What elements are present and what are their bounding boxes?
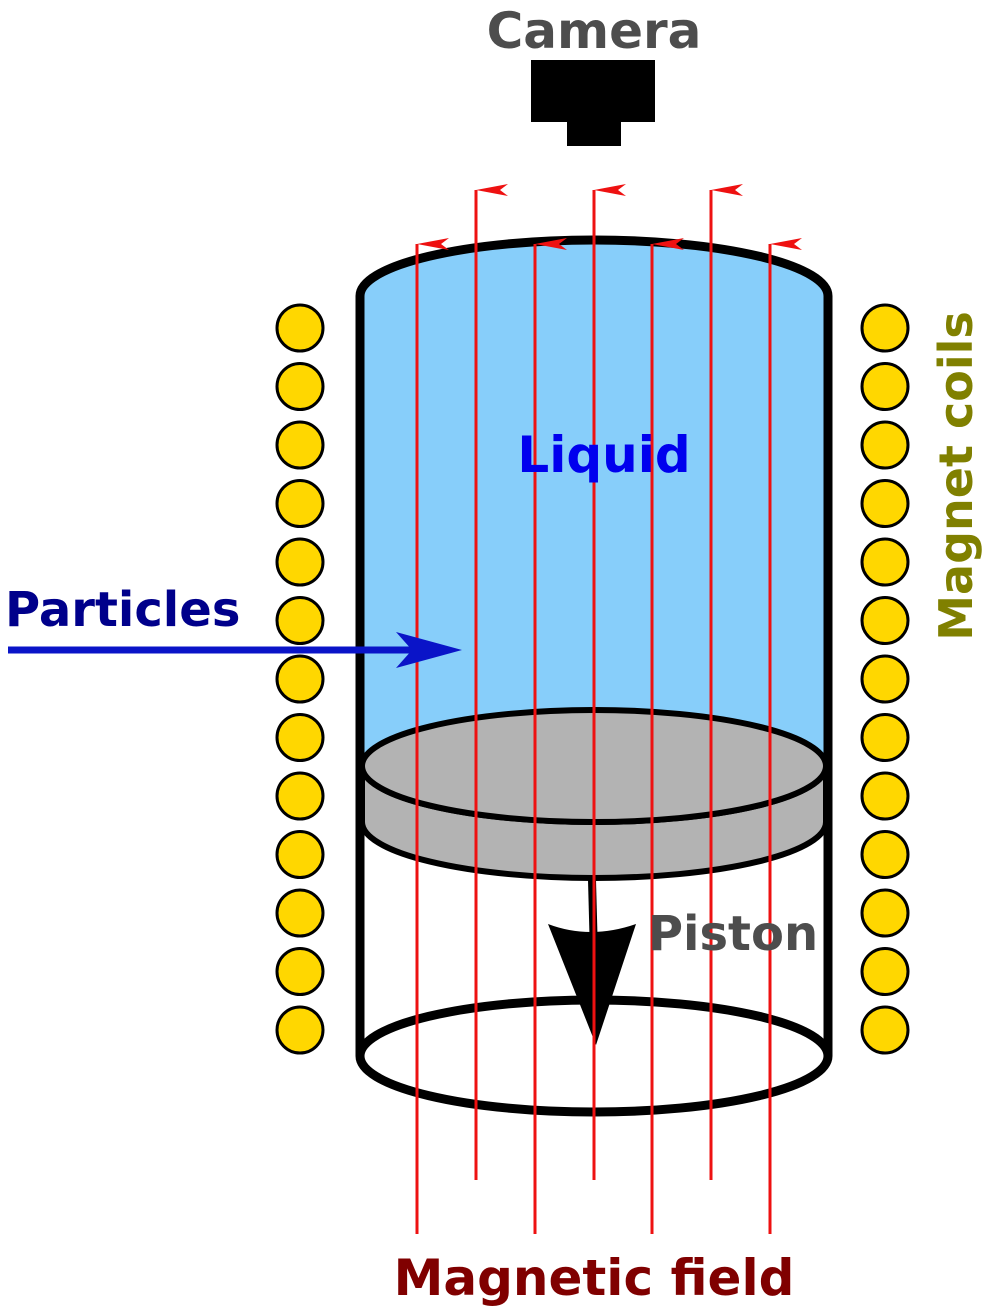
coil-winding-icon bbox=[860, 596, 910, 645]
coil-winding-icon bbox=[860, 830, 910, 879]
coil-winding-icon bbox=[860, 713, 910, 762]
coil-winding-icon bbox=[860, 537, 910, 587]
coil-winding-icon bbox=[275, 420, 325, 470]
coil-winding-icon bbox=[275, 713, 325, 762]
coil-winding-icon bbox=[275, 479, 325, 528]
coil-winding-icon bbox=[860, 362, 910, 411]
magnet-coils-label: Magnet coils bbox=[929, 311, 983, 640]
coil-winding-icon bbox=[860, 947, 910, 996]
liquid-label: Liquid bbox=[517, 426, 690, 484]
coil-winding-icon bbox=[275, 654, 325, 704]
particles-label: Particles bbox=[5, 582, 240, 638]
magnet-coils-right bbox=[860, 303, 910, 1055]
coil-winding-icon bbox=[860, 479, 910, 528]
coil-winding-icon bbox=[275, 537, 325, 587]
coil-winding-icon bbox=[860, 654, 910, 704]
coil-winding-icon bbox=[860, 1005, 910, 1055]
coil-winding-icon bbox=[275, 303, 325, 353]
coil-winding-icon bbox=[860, 888, 910, 938]
camera-icon bbox=[531, 60, 655, 146]
coil-winding-icon bbox=[275, 1005, 325, 1055]
coil-winding-icon bbox=[275, 362, 325, 411]
magnet-coils-left bbox=[275, 303, 325, 1055]
piston-down-arrow bbox=[548, 879, 636, 1045]
coil-winding-icon bbox=[275, 947, 325, 996]
coil-winding-icon bbox=[275, 888, 325, 938]
piston-label: Piston bbox=[648, 906, 818, 962]
magnetic-field-lines bbox=[415, 184, 802, 1234]
camera-label: Camera bbox=[487, 2, 702, 60]
coil-winding-icon bbox=[860, 771, 910, 821]
coil-winding-icon bbox=[275, 596, 325, 645]
particles-arrow bbox=[8, 632, 462, 668]
magnetic-field-label: Magnetic field bbox=[394, 1249, 795, 1307]
coil-winding-icon bbox=[860, 420, 910, 470]
coil-winding-icon bbox=[275, 830, 325, 879]
coil-winding-icon bbox=[275, 771, 325, 821]
coil-winding-icon bbox=[860, 303, 910, 353]
